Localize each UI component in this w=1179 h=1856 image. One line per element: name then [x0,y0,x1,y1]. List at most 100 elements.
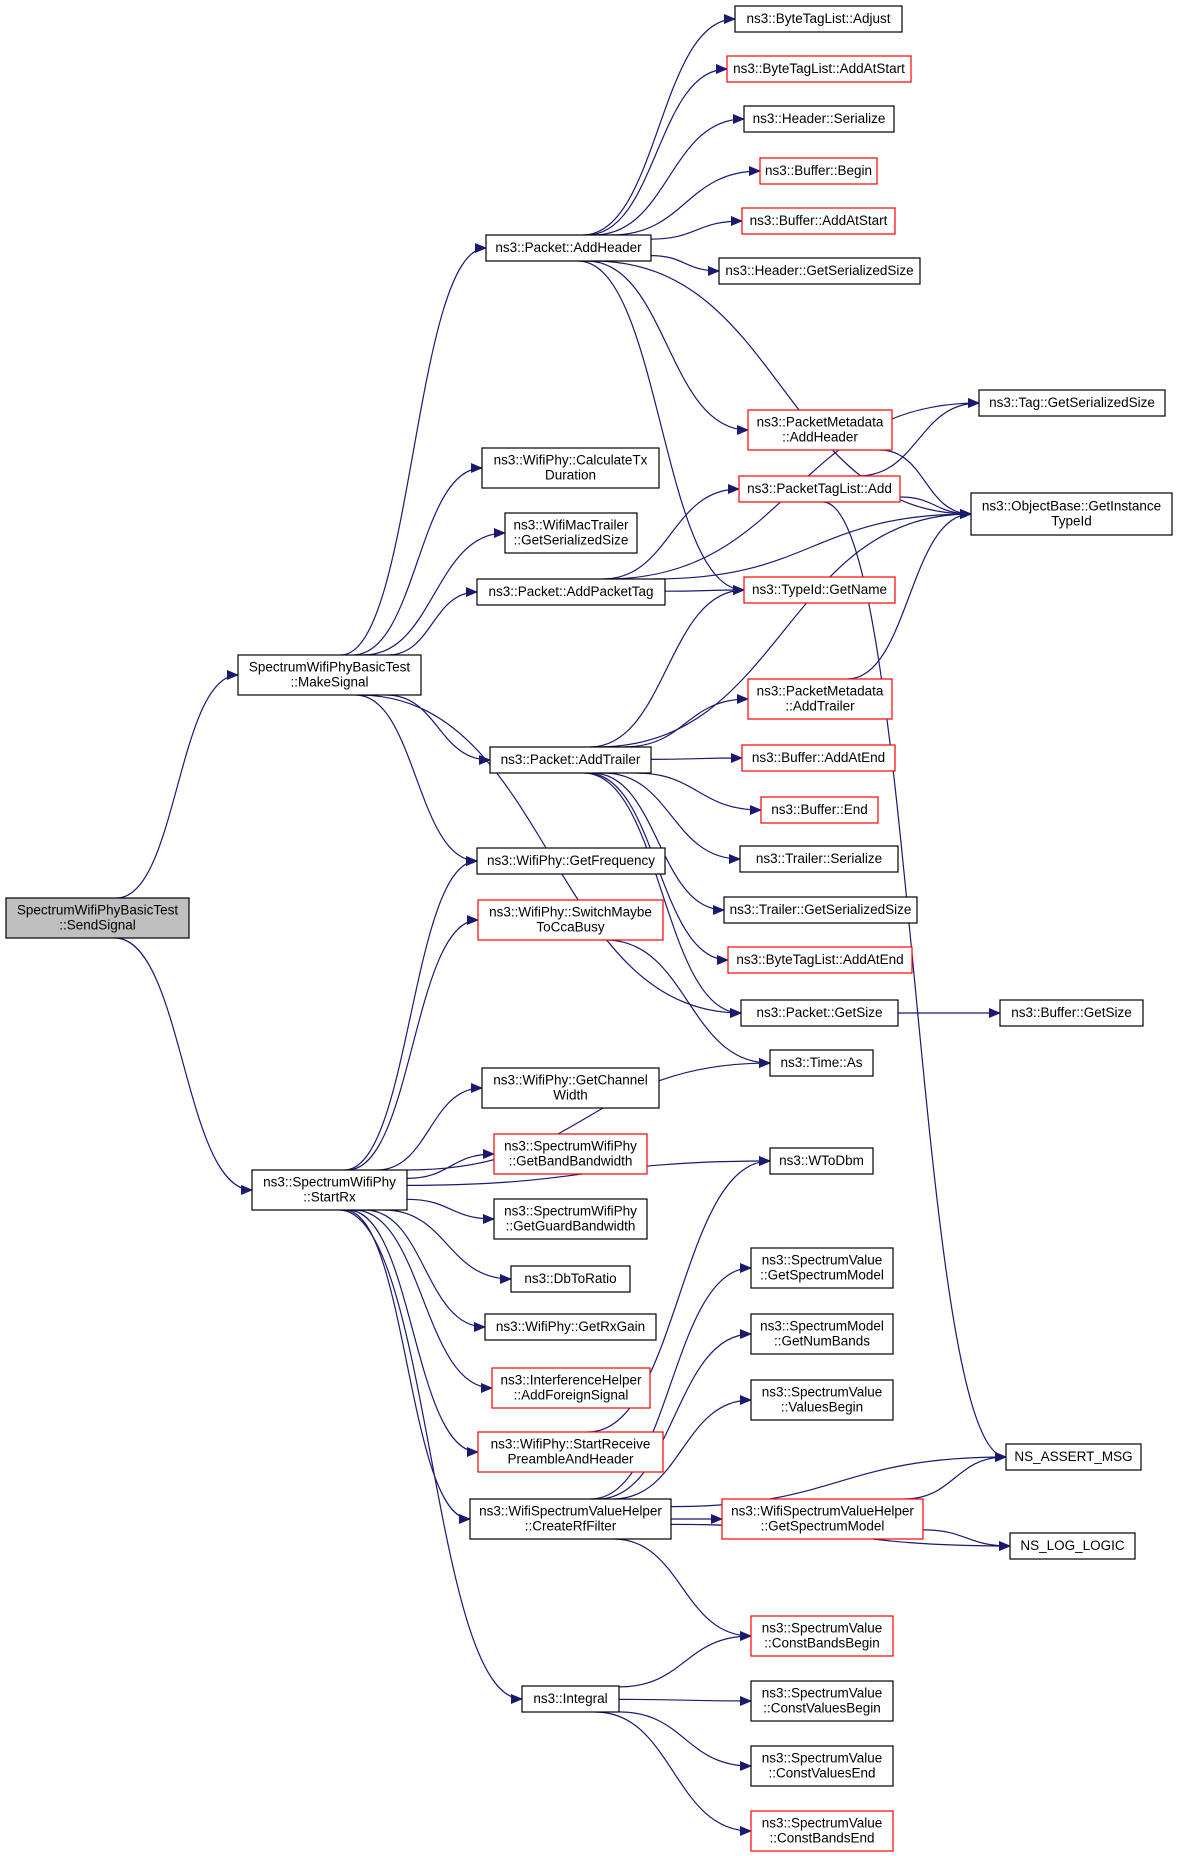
node-box [723,896,918,924]
node-label: ::ConstBandsBegin [764,1636,880,1651]
node-box [476,847,666,875]
node-label: ns3::SpectrumValue [762,1385,883,1400]
node-box [769,1147,874,1175]
node-trailer_getsize[interactable]: ns3::Trailer::GetSerializedSize [723,896,918,924]
node-label: ns3::WifiPhy::GetChannel [493,1073,648,1088]
node-wifimactrailer_size[interactable]: ns3::WifiMacTrailer::GetSerializedSize [504,512,638,554]
node-packet_addpackettag[interactable]: ns3::Packet::AddPacketTag [476,578,666,606]
node-wifiphy_getrxgain[interactable]: ns3::WifiPhy::GetRxGain [484,1313,657,1341]
node-label: ns3::SpectrumValue [762,1816,883,1831]
node-label: SpectrumWifiPhyBasicTest [17,903,179,918]
node-buffer_addatstart[interactable]: ns3::Buffer::AddAtStart [741,207,896,235]
node-box [743,105,895,133]
node-typeid_getname[interactable]: ns3::TypeId::GetName [743,576,896,604]
node-label: ns3::WifiPhy::GetRxGain [496,1319,645,1334]
node-sv_constvaluesbegin[interactable]: ns3::SpectrumValue::ConstValuesBegin [750,1680,894,1722]
node-label: ns3::SpectrumValue [762,1621,883,1636]
edge-wifiphy_startreceive-to-wtodbm [587,1156,771,1433]
node-sv_constbandsbegin[interactable]: ns3::SpectrumValue::ConstBandsBegin [750,1615,894,1657]
node-integral[interactable]: ns3::Integral [521,1685,620,1713]
node-packet_addheader[interactable]: ns3::Packet::AddHeader [485,234,652,262]
node-bytetaglist_addatend[interactable]: ns3::ByteTagList::AddAtEnd [727,946,913,974]
edge-packet_addtrailer-to-pm_addtrailer [623,694,749,748]
node-sv_constbandsend[interactable]: ns3::SpectrumValue::ConstBandsEnd [750,1810,894,1852]
node-wtodbm[interactable]: ns3::WToDbm [769,1147,874,1175]
node-box [741,744,896,772]
node-pac_buffer_getsize[interactable]: ns3::Buffer::GetSize [999,999,1144,1027]
node-dbtoratio[interactable]: ns3::DbToRatio [510,1265,631,1293]
node-buffer_begin[interactable]: ns3::Buffer::Begin [759,157,878,185]
node-layer: SpectrumWifiPhyBasicTest::SendSignalSpec… [5,5,1173,1852]
node-label: ns3::Time::As [780,1055,862,1070]
node-bytetaglist_addatstart[interactable]: ns3::ByteTagList::AddAtStart [726,55,912,83]
node-packet_getsize[interactable]: ns3::Packet::GetSize [740,999,899,1027]
node-label: ::StartRx [303,1190,356,1205]
edge-startrx-to-wifiphy_getchannelwidth [376,1083,483,1171]
node-bytetaglist_adjust[interactable]: ns3::ByteTagList::Adjust [734,5,903,33]
node-box [489,746,652,774]
node-label: ns3::Buffer::GetSize [1011,1005,1132,1020]
edge-packet_addheader-to-buffer_begin [610,166,761,236]
edge-packettaglist_add-to-tag_getsize [857,398,980,477]
node-buffer_addatend[interactable]: ns3::Buffer::AddAtEnd [741,744,896,772]
node-packet_addtrailer[interactable]: ns3::Packet::AddTrailer [489,746,652,774]
node-trailer_serialize[interactable]: ns3::Trailer::Serialize [739,845,899,873]
node-label: ns3::WifiPhy::CalculateTx [494,453,648,468]
node-box [769,1049,874,1077]
node-sv_constvaluesend[interactable]: ns3::SpectrumValue::ConstValuesEnd [750,1745,894,1787]
node-box [750,1247,894,1289]
node-header_getsize[interactable]: ns3::Header::GetSerializedSize [718,257,921,285]
node-time_as[interactable]: ns3::Time::As [769,1049,874,1077]
node-box [5,897,190,939]
node-wsvh_createrffilter[interactable]: ns3::WifiSpectrumValueHelper::CreateRfFi… [469,1498,672,1540]
node-box [750,1379,894,1421]
node-sendsignal[interactable]: SpectrumWifiPhyBasicTest::SendSignal [5,897,190,939]
node-label: ns3::WifiMacTrailer [513,518,629,533]
edge-pm_addheader-to-objectbase_gettypeid [879,449,972,519]
edge-packet_addheader-to-typeid_getname [577,260,745,595]
edge-makesignal-to-wifimactrailer_size [363,528,506,656]
node-box [521,1685,620,1713]
node-interference_addforeign[interactable]: ns3::InterferenceHelper::AddForeignSigna… [491,1367,651,1409]
node-label: ns3::SpectrumValue [762,1751,883,1766]
edge-packet_addtrailer-to-typeid_getname [589,585,745,748]
node-box [750,1615,894,1657]
edge-packettaglist_add-to-ns_assert_msg [822,501,1007,1462]
node-box [760,796,879,824]
node-spectrumphy_guardbw[interactable]: ns3::SpectrumWifiPhy::GetGuardBandwidth [493,1198,648,1240]
node-sv_getspectrummodel[interactable]: ns3::SpectrumValue::GetSpectrumModel [750,1247,894,1289]
node-tag_getsize[interactable]: ns3::Tag::GetSerializedSize [978,389,1166,417]
node-box [491,1367,651,1409]
node-startrx[interactable]: ns3::SpectrumWifiPhy::StartRx [251,1169,408,1211]
node-label: ::GetSpectrumModel [761,1519,885,1534]
node-box [999,999,1144,1027]
node-spectrumphy_bandbw[interactable]: ns3::SpectrumWifiPhy::GetBandBandwidth [493,1133,648,1175]
node-pm_addtrailer[interactable]: ns3::PacketMetadata::AddTrailer [747,678,893,720]
node-header_serialize[interactable]: ns3::Header::Serialize [743,105,895,133]
node-buffer_end[interactable]: ns3::Buffer::End [760,796,879,824]
node-box [734,5,903,33]
node-label: ::AddTrailer [785,699,855,714]
node-sv_valuesbegin[interactable]: ns3::SpectrumValue::ValuesBegin [750,1379,894,1421]
edge-startrx-to-wifiphy_startreceive [347,1209,479,1457]
node-ns_log_logic[interactable]: NS_LOG_LOGIC [1009,1532,1136,1560]
edge-startrx-to-spectrumphy_bandbw [406,1149,495,1179]
node-label: ns3::SpectrumModel [760,1319,884,1334]
edge-startrx-to-wifiphy_getrxgain [364,1209,486,1332]
node-wifiphy_startreceive[interactable]: ns3::WifiPhy::StartReceivePreambleAndHea… [477,1431,664,1473]
node-wifiphy_getfrequency[interactable]: ns3::WifiPhy::GetFrequency [476,847,666,875]
node-packettaglist_add[interactable]: ns3::PacketTagList::Add [738,475,901,503]
edge-packet_addtrailer-to-trailer_getsize [592,772,725,915]
edge-startrx-to-wifiphy_getfrequency [344,856,478,1171]
node-pm_addheader[interactable]: ns3::PacketMetadata::AddHeader [747,409,893,451]
node-makesignal[interactable]: SpectrumWifiPhyBasicTest::MakeSignal [237,654,422,696]
node-ns_assert_msg[interactable]: NS_ASSERT_MSG [1005,1443,1142,1471]
node-wsvh_getspectrummodel[interactable]: ns3::WifiSpectrumValueHelper::GetSpectru… [721,1498,924,1540]
edge-integral-to-sv_constvaluesend [618,1711,752,1771]
node-label: ::CreateRfFilter [525,1519,617,1534]
node-sm_getnumbands[interactable]: ns3::SpectrumModel::GetNumBands [750,1313,894,1355]
